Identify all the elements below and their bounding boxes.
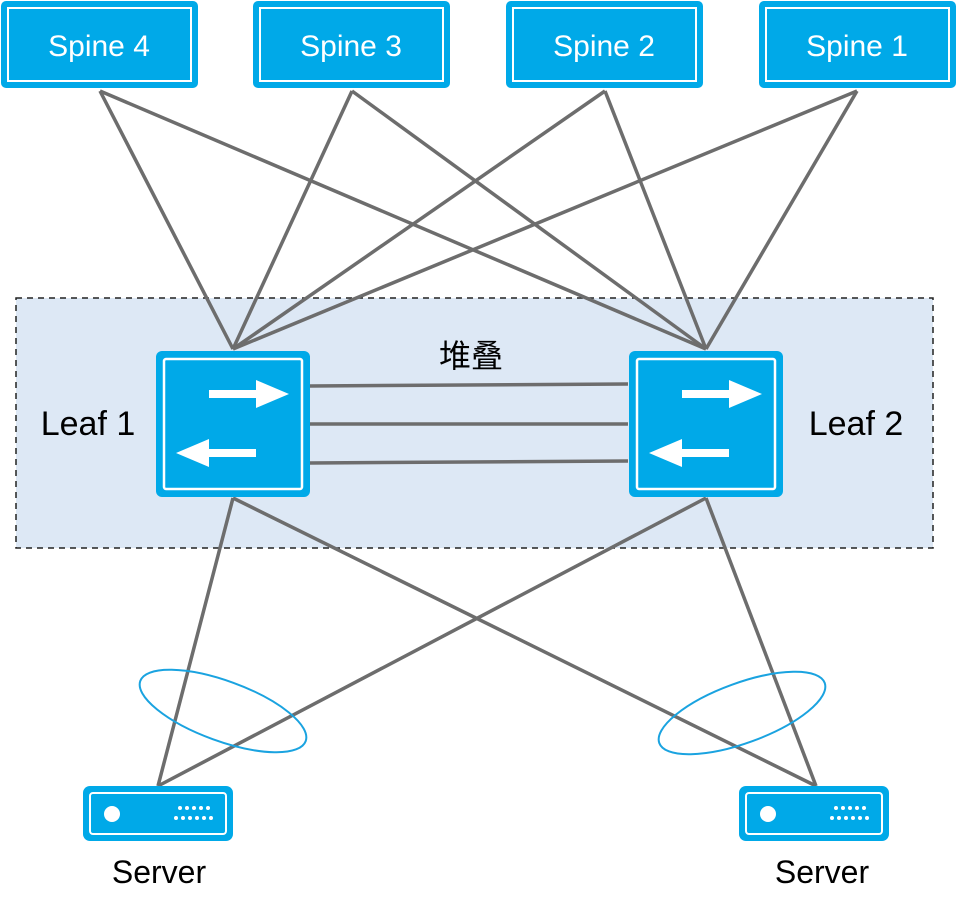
- link-spine2-leaf1: [232, 89, 606, 351]
- spine-2[interactable]: Spine 2: [506, 1, 703, 88]
- spine-3[interactable]: Spine 3: [253, 1, 450, 88]
- leaf-1-switch[interactable]: [156, 351, 310, 497]
- link-spine3-leaf2: [350, 89, 708, 351]
- leaf-2-label: Leaf 2: [809, 405, 904, 443]
- server-2-label: Server: [775, 854, 870, 890]
- link-spine4-leaf2: [99, 89, 707, 351]
- spine-3-label: Spine 3: [300, 30, 402, 63]
- server-led-icon: [760, 806, 776, 822]
- link-leaf2-server1: [157, 496, 707, 788]
- server-2[interactable]: [739, 786, 889, 841]
- stack-links: [309, 382, 629, 465]
- spine-4[interactable]: Spine 4: [1, 1, 198, 88]
- leaf-2-switch[interactable]: [629, 351, 783, 497]
- server-ports-icon: [830, 806, 869, 820]
- link-spine1-leaf2: [704, 90, 859, 350]
- server-1-label: Server: [112, 854, 207, 890]
- server-led-icon: [104, 806, 120, 822]
- switch-arrows-icon: [649, 380, 762, 467]
- spine-2-label: Spine 2: [553, 30, 655, 63]
- stack-link-3: [309, 459, 629, 465]
- server-ports-icon: [174, 806, 213, 820]
- leaf-1-label: Leaf 1: [41, 405, 136, 443]
- link-spine4-leaf1: [98, 90, 235, 350]
- lag-ring-right: [657, 670, 827, 756]
- spine-1[interactable]: Spine 1: [759, 1, 956, 88]
- link-spine2-leaf2: [603, 90, 708, 350]
- switch-arrows-icon: [176, 380, 289, 467]
- link-leaf1-server1: [156, 497, 235, 787]
- stack-label: 堆叠: [439, 337, 503, 375]
- link-spine3-leaf1: [231, 90, 354, 350]
- leaf-server-links: [156, 496, 818, 788]
- spine-1-label: Spine 1: [806, 30, 908, 63]
- link-leaf2-server2: [704, 497, 818, 787]
- server-1[interactable]: [83, 786, 233, 841]
- link-spine1-leaf1: [232, 89, 858, 351]
- lag-ring-left: [138, 668, 308, 754]
- link-leaf1-server2: [232, 496, 817, 788]
- spine-4-label: Spine 4: [48, 30, 150, 63]
- spine-leaf-links: [98, 89, 859, 351]
- stack-link-1: [309, 382, 629, 388]
